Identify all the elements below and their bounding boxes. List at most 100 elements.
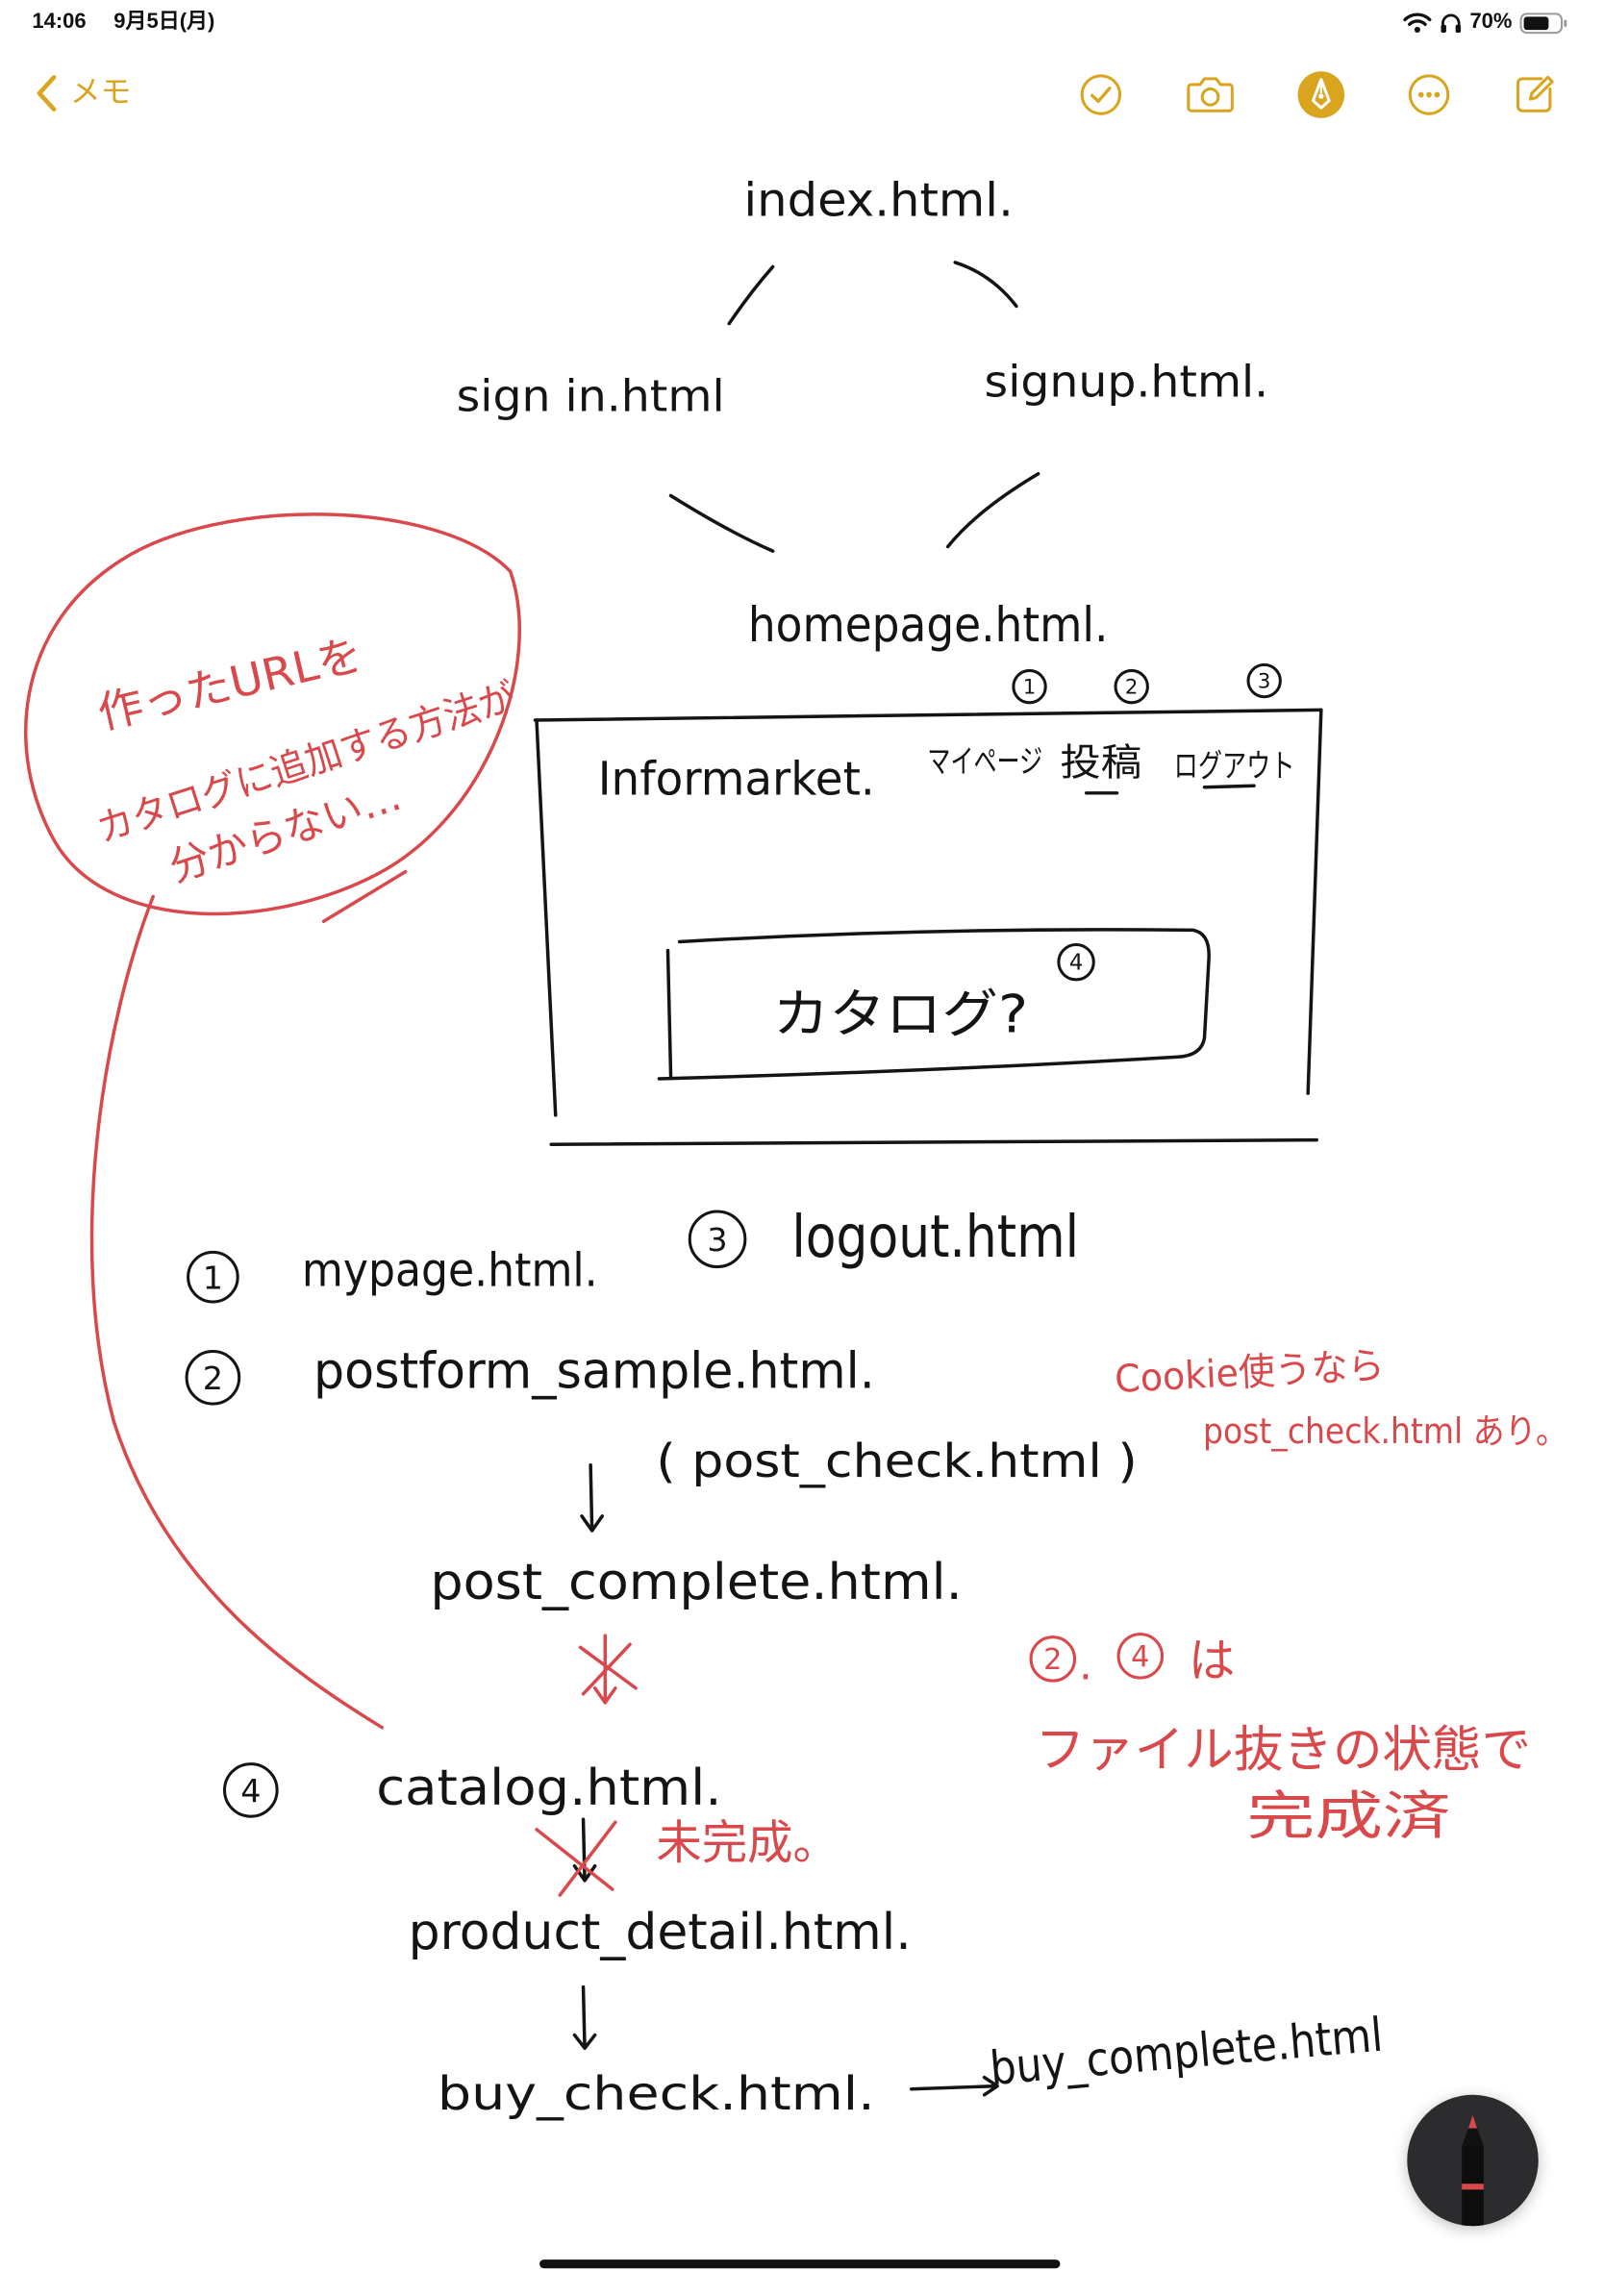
marker-ring xyxy=(223,1762,279,1818)
battery-percentage: 70% xyxy=(1469,10,1513,34)
done-separator: . xyxy=(1079,1643,1092,1690)
checklist-button[interactable] xyxy=(1076,70,1126,120)
connector-signup-homepage xyxy=(945,472,1040,549)
marker-number: 1 xyxy=(1023,676,1037,700)
status-time: 14:06 xyxy=(32,10,87,34)
wireframe-nav-mypage: マイページ xyxy=(927,743,1042,781)
connector-index-signup xyxy=(953,261,1018,309)
wireframe-left-edge xyxy=(535,718,558,1117)
more-button[interactable] xyxy=(1404,70,1454,120)
back-button[interactable]: メモ xyxy=(35,73,131,113)
list-marker-1: 1 xyxy=(187,1250,239,1304)
drawing-tool-button[interactable] xyxy=(1407,2094,1539,2227)
compose-icon xyxy=(1511,71,1558,118)
sitemap: index.html. sign in.html signup.html. ho… xyxy=(457,173,1269,653)
marker-ring xyxy=(1057,942,1095,982)
marker-number: 2 xyxy=(203,1360,223,1397)
connector-signin-homepage xyxy=(668,493,775,553)
home-indicator[interactable] xyxy=(539,2259,1061,2269)
done-marker-number: 2 xyxy=(1043,1643,1062,1677)
page-logout-label: logout.html xyxy=(791,1204,1079,1271)
nav-marker-3: 3 xyxy=(1246,662,1282,699)
sitemap-index-label: index.html. xyxy=(743,173,1014,227)
list-marker-4: 4 xyxy=(223,1762,279,1818)
marker-ring xyxy=(688,1210,747,1269)
link-line-to-catalog xyxy=(89,894,385,1730)
marker-number: 2 xyxy=(1125,676,1139,700)
page-post-check-label: ( post_check.html ) xyxy=(656,1435,1137,1488)
nav-marker-1: 1 xyxy=(1012,668,1047,705)
done-marker-ring xyxy=(1029,1635,1077,1683)
marker-ring xyxy=(185,1349,241,1406)
checklist-icon xyxy=(1078,71,1125,118)
marker-ring xyxy=(1246,662,1282,699)
catalog-marker-4: 4 xyxy=(1057,942,1095,982)
wireframe-top-edge xyxy=(533,708,1323,722)
wireframe-brand-label: Informarket. xyxy=(598,752,875,806)
question-circle-stroke xyxy=(24,512,521,916)
marker-number: 1 xyxy=(203,1259,223,1296)
headphones-icon xyxy=(1440,12,1463,34)
chevron-left-icon xyxy=(35,74,58,112)
markup-icon xyxy=(1296,70,1346,120)
nav-marker-2: 2 xyxy=(1114,668,1149,705)
camera-button[interactable] xyxy=(1186,70,1236,120)
page-postform-label: postform_sample.html. xyxy=(313,1342,875,1400)
list-marker-2: 2 xyxy=(185,1349,241,1406)
page-buy-check-label: buy_check.html. xyxy=(438,2067,875,2121)
page-catalog-label: catalog.html. xyxy=(376,1759,721,1817)
wireframe-nav-post: 投稿 xyxy=(1060,741,1141,786)
wireframe-bottom-edge xyxy=(549,1137,1319,1146)
marker-ring xyxy=(187,1250,239,1304)
marker-number: 3 xyxy=(707,1221,727,1259)
cross-mark-product-arrow xyxy=(535,1820,617,1897)
cookie-note-line-1: Cookie使うなら xyxy=(1114,1343,1386,1402)
cookie-note-line-2: post_check.html あり。 xyxy=(1203,1410,1567,1452)
question-circle-tail xyxy=(321,869,408,923)
page-product-detail-label: product_detail.html. xyxy=(409,1904,912,1961)
done-marker-number: 4 xyxy=(1131,1640,1149,1674)
compose-button[interactable] xyxy=(1509,70,1559,120)
wireframe-catalog-label: カタログ? xyxy=(773,983,1028,1044)
page-flow-list: 1 mypage.html. 3 logout.html 2 postform_… xyxy=(185,1204,1385,2121)
arrow-down-post-check xyxy=(580,1463,605,1533)
status-bar: 14:06 9月5日(月) 70% xyxy=(0,0,1604,43)
arrow-down-buy-check xyxy=(572,1984,597,2050)
page-buy-complete-label: buy_complete.html xyxy=(988,2009,1385,2096)
camera-icon xyxy=(1186,73,1236,116)
wifi-icon xyxy=(1403,12,1432,34)
catalog-box-outline xyxy=(657,928,1211,1081)
pencil-icon xyxy=(1407,2095,1538,2227)
back-button-label: メモ xyxy=(69,75,132,110)
marker-number: 3 xyxy=(1258,670,1271,694)
status-indicators: 70% xyxy=(1403,8,1569,38)
question-line-1: 作ったURLを xyxy=(93,629,367,739)
more-icon xyxy=(1406,71,1453,118)
marker-number: 4 xyxy=(1069,950,1083,975)
catalog-box-left-edge xyxy=(665,948,673,1078)
done-line-3: 完成済 xyxy=(1246,1784,1450,1846)
page-mypage-label: mypage.html. xyxy=(302,1243,598,1297)
wireframe-right-edge xyxy=(1306,708,1323,1095)
connector-index-signin xyxy=(727,264,775,326)
status-date: 9月5日(月) xyxy=(113,10,215,34)
markup-button[interactable] xyxy=(1296,70,1346,120)
marker-number: 4 xyxy=(240,1772,261,1809)
wireframe-nav-logout-underline xyxy=(1202,784,1256,789)
marker-ring xyxy=(1012,668,1047,705)
sitemap-signin-label: sign in.html xyxy=(457,371,725,422)
sitemap-signup-label: signup.html. xyxy=(985,356,1269,407)
list-marker-3: 3 xyxy=(688,1210,747,1269)
crossed-arrow-post-complete xyxy=(578,1634,638,1705)
done-marker-ring xyxy=(1116,1633,1165,1680)
arrow-right-buy-complete xyxy=(909,2075,999,2097)
battery-icon xyxy=(1519,11,1569,34)
wireframe-nav-logout: ログアウト xyxy=(1174,747,1295,785)
page-post-complete-label: post_complete.html. xyxy=(430,1554,962,1611)
sitemap-homepage-label: homepage.html. xyxy=(748,597,1109,653)
marker-ring xyxy=(1114,668,1149,705)
incomplete-note: 未完成。 xyxy=(656,1816,839,1870)
homepage-wireframe: 1 2 3 Informarket. マイページ 投稿 ログアウト カタログ? xyxy=(533,662,1323,1146)
